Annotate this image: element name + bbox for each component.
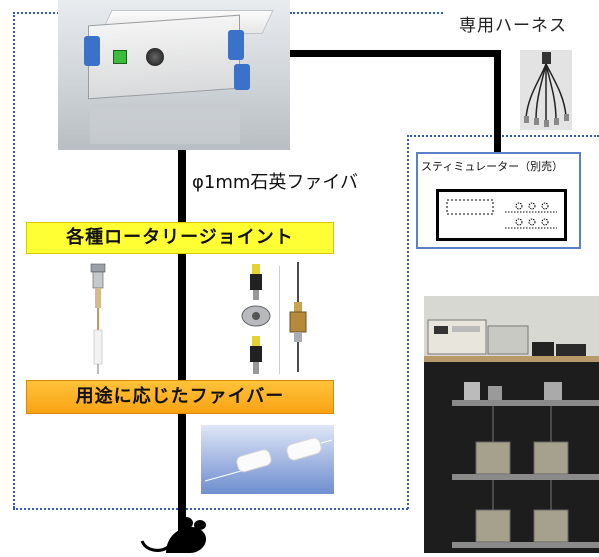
- boundary-bottom-right: [186, 508, 408, 510]
- fiber-photo: [201, 425, 334, 494]
- fiber-type-banner: 用途に応じたファイバー: [26, 380, 334, 414]
- divider-line: [279, 266, 280, 374]
- connector-photo: [238, 262, 274, 380]
- rotary-joint-banner: 各種ロータリージョイント: [26, 222, 334, 254]
- fc-connector-photo: [285, 262, 311, 380]
- device-photo: [58, 0, 290, 150]
- fiber-label: φ1mm石英ファイバ: [192, 172, 359, 193]
- harness-photo: [520, 50, 572, 130]
- boundary-bottom: [13, 508, 186, 510]
- fiber-cable-vertical: [178, 150, 186, 553]
- mouse-icon: [140, 513, 210, 553]
- harness-cable-vertical: [494, 50, 501, 156]
- harness-cable-horizontal: [288, 50, 501, 57]
- boundary-inner-top: [407, 135, 599, 137]
- boundary-top-right: [290, 12, 443, 14]
- harness-label: 専用ハーネス: [459, 16, 567, 36]
- boundary-top-left: [13, 12, 59, 14]
- rotary-joint-photo: [80, 260, 116, 375]
- lab-photo: [424, 296, 599, 553]
- stimulator-label: スティミュレーター（別売）: [421, 160, 564, 173]
- stimulator-device: [436, 189, 567, 241]
- boundary-inner-right: [407, 135, 409, 509]
- boundary-left: [13, 12, 15, 508]
